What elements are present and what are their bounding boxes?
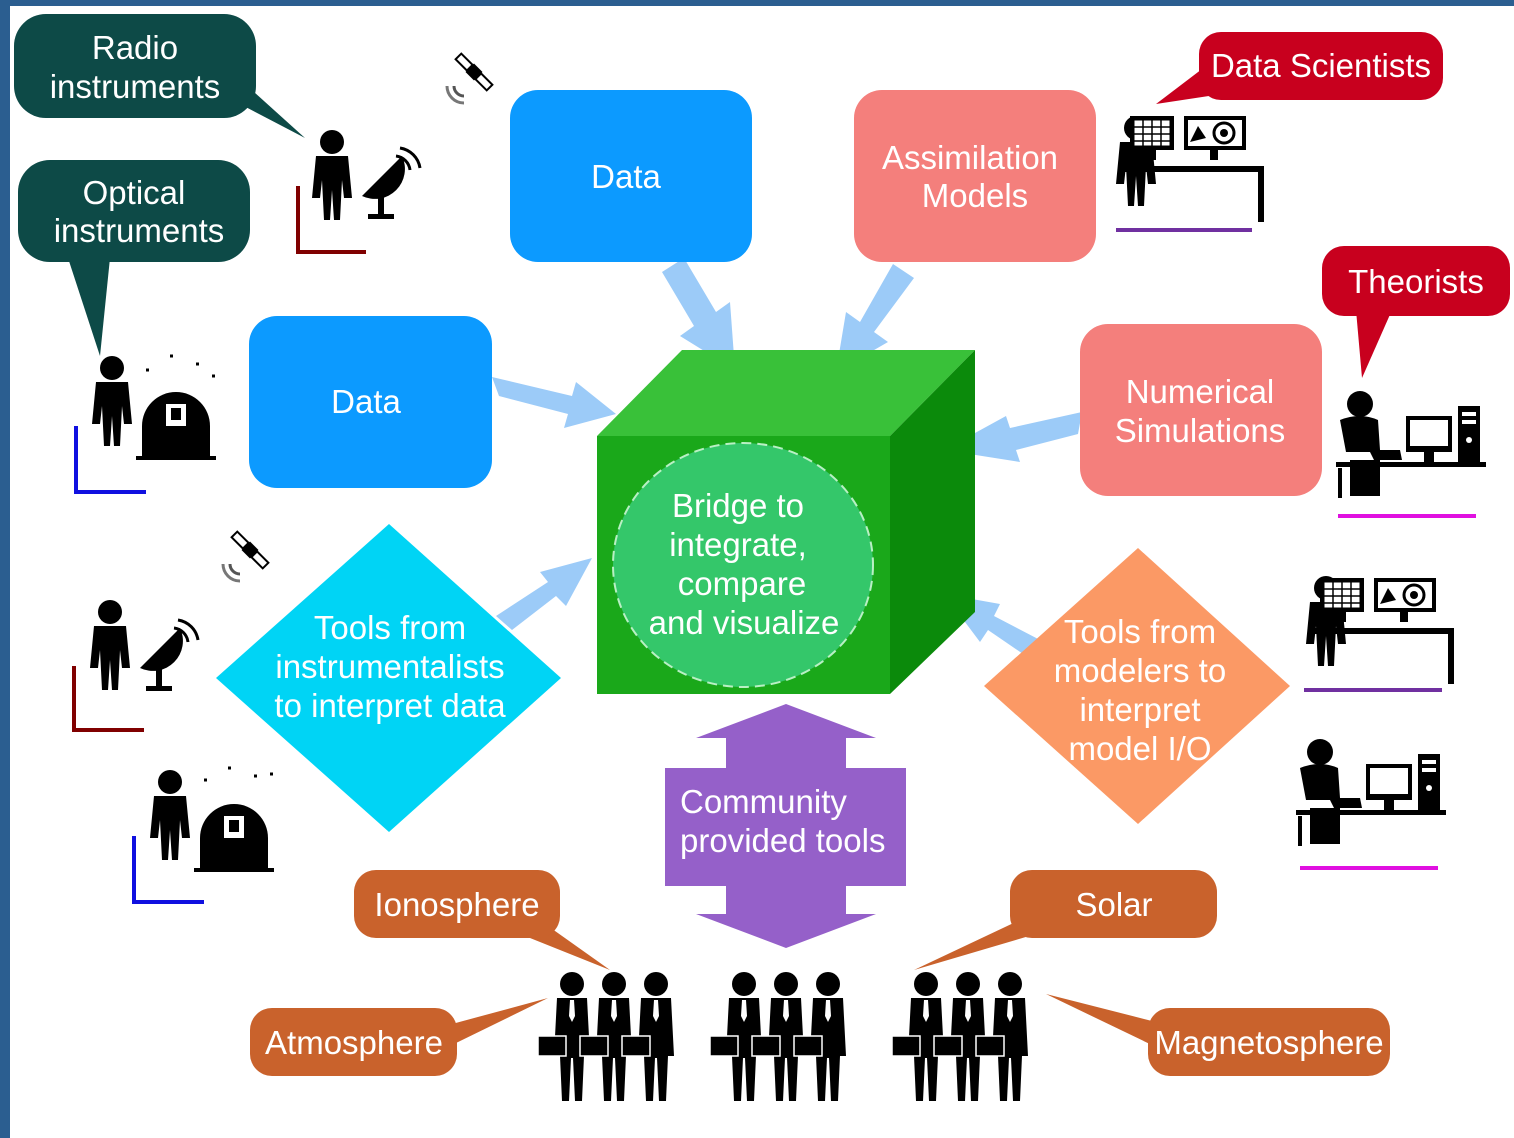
theorists-label: Theorists (1348, 263, 1484, 300)
magnetosphere-callout: Magnetosphere (1046, 994, 1390, 1076)
numerical-line-1: Numerical (1126, 373, 1275, 410)
theorists-callout: Theorists (1322, 246, 1510, 378)
data-box-left: Data (249, 316, 492, 488)
community-tools-arrow: Community provided tools (665, 704, 906, 948)
hub-circle (612, 442, 874, 688)
radio-line-1: Radio (92, 29, 178, 66)
tools-modelers-diamond: Tools from modelers to interpret model I… (984, 548, 1290, 824)
magnetosphere-label: Magnetosphere (1154, 1024, 1383, 1061)
diagram-svg: Community provided tools Bridge to integ… (14, 14, 1510, 1102)
tools-model-line-4: model I/O (1068, 730, 1211, 767)
hub-line-1: Bridge to (672, 487, 804, 524)
theorist-icon-2 (1296, 739, 1446, 870)
radio-instruments-callout: Radio instruments (14, 14, 305, 138)
data-scientists-callout: Data Scientists (1156, 32, 1443, 104)
community-people-icon (537, 971, 1029, 1102)
theorist-icon (1336, 391, 1486, 518)
hub-line-2: integrate, (669, 526, 807, 563)
arrow-from-assimilation (836, 264, 914, 372)
arrow-from-top-data (662, 258, 735, 370)
tools-instr-line-2: instrumentalists (275, 648, 504, 685)
solar-callout: Solar (914, 870, 1217, 970)
atmosphere-label: Atmosphere (265, 1024, 443, 1061)
arrow-from-numerical (944, 412, 1082, 462)
tools-model-line-3: interpret (1079, 691, 1200, 728)
data-top-label: Data (591, 158, 661, 195)
numerical-simulations-box: Numerical Simulations (1080, 324, 1322, 496)
tools-instr-line-1: Tools from (314, 609, 466, 646)
tools-instr-line-3: to interpret data (274, 687, 506, 724)
data-scientists-label: Data Scientists (1211, 47, 1431, 84)
tools-model-line-1: Tools from (1064, 613, 1216, 650)
community-line-1: Community (680, 783, 847, 820)
community-line-2: provided tools (680, 822, 885, 859)
assimilation-line-1: Assimilation (882, 139, 1058, 176)
optical-instrumentalist-icon (74, 354, 216, 494)
tools-instrumentalists-diamond: Tools from instrumentalists to interpret… (216, 524, 561, 832)
optical-instrumentalist-icon-2 (132, 766, 274, 904)
data-box-top: Data (510, 90, 752, 262)
solar-label: Solar (1075, 886, 1152, 923)
arrow-from-left-data (492, 377, 616, 428)
hub-cube: Bridge to integrate, compare and visuali… (597, 350, 975, 694)
diagram-canvas: Community provided tools Bridge to integ… (10, 6, 1514, 1138)
radio-line-2: instruments (50, 68, 221, 105)
hub-line-4: and visualize (649, 604, 840, 641)
numerical-line-2: Simulations (1115, 412, 1286, 449)
ionosphere-label: Ionosphere (374, 886, 539, 923)
radio-instrumentalist-icon-2 (72, 530, 270, 732)
hub-line-3: compare (678, 565, 806, 602)
tools-model-line-2: modelers to (1054, 652, 1226, 689)
arrow-from-tools-instrumentalists (496, 558, 592, 630)
data-left-label: Data (331, 383, 401, 420)
atmosphere-callout: Atmosphere (250, 998, 548, 1076)
ionosphere-callout: Ionosphere (354, 870, 610, 970)
assimilation-models-box: Assimilation Models (854, 90, 1096, 262)
data-scientist-icon (1116, 114, 1266, 232)
data-scientist-icon-2 (1304, 576, 1456, 692)
optical-line-2: instruments (54, 212, 225, 249)
flow-arrows (492, 258, 1082, 656)
radio-instrumentalist-icon (296, 52, 494, 254)
optical-line-1: Optical (83, 174, 186, 211)
optical-instruments-callout: Optical instruments (18, 160, 250, 356)
assimilation-line-2: Models (922, 177, 1028, 214)
